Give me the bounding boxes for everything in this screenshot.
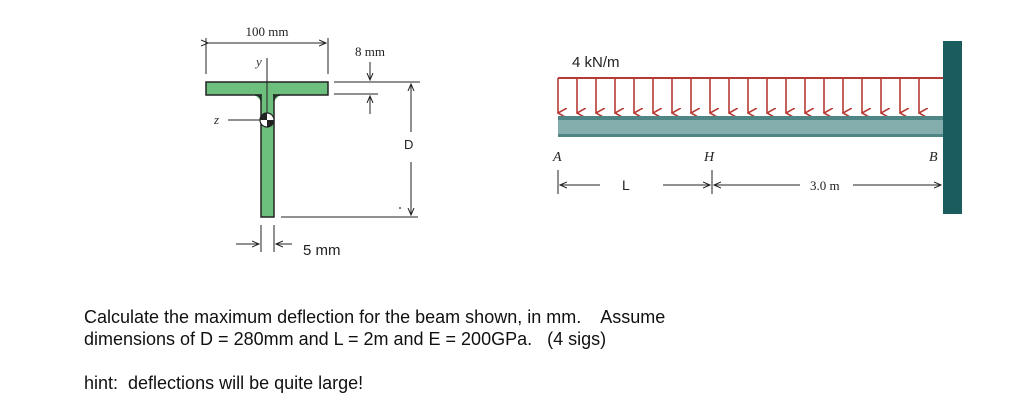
hint-text: hint: deflections will be quite large! (84, 373, 364, 393)
problem-line-1: Calculate the maximum deflection for the… (84, 307, 666, 327)
span-3m-label: 3.0 m (810, 178, 840, 193)
problem-statement: Calculate the maximum deflection for the… (84, 306, 665, 394)
span-l-label: L (622, 177, 630, 193)
point-h-label: H (703, 150, 715, 165)
beam-body (558, 116, 943, 137)
diagram-canvas: 100 mm y z 8 mm D (0, 24, 962, 259)
centroid-icon (259, 112, 275, 128)
depth-label: D (404, 137, 413, 152)
t-cross-section: 100 mm y z 8 mm D (206, 24, 420, 259)
flange-thickness-label: 8 mm (355, 44, 385, 59)
problem-line-2: dimensions of D = 280mm and L = 2m and E… (84, 329, 607, 349)
web-thickness-label: 5 mm (303, 242, 341, 259)
distributed-load-icon (558, 77, 943, 113)
y-axis-label: y (254, 54, 262, 69)
cantilever-beam: 4 kN/m (552, 41, 962, 214)
z-axis-label: z (213, 112, 219, 127)
point-a-label: A (552, 150, 562, 165)
width-dimension-label: 100 mm (246, 24, 289, 39)
fixed-wall-support (943, 41, 962, 214)
point-b-label: B (929, 150, 938, 165)
load-label: 4 kN/m (572, 54, 620, 71)
